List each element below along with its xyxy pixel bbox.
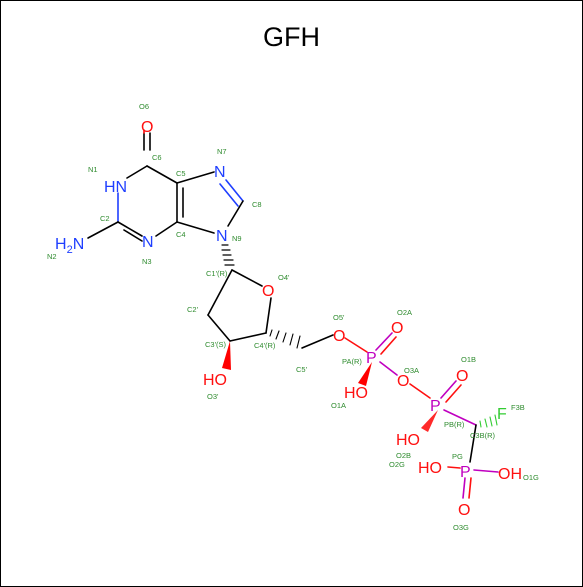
atom-o5p: O xyxy=(333,328,345,345)
bond-c1-c2 xyxy=(207,269,233,316)
bond-pa-o1a-wedge xyxy=(358,362,372,386)
atom-n1h: HN xyxy=(104,179,127,196)
bond-o3a-pb xyxy=(409,383,431,399)
label-o2g: O2G xyxy=(389,460,405,469)
bond-c8-n9 xyxy=(227,200,244,227)
atom-h2n: H2N xyxy=(55,236,84,256)
label-c6: C6 xyxy=(152,153,162,162)
label-c2: C2 xyxy=(100,214,110,223)
atom-o1g-h: OH xyxy=(498,466,522,483)
bond-pg-o1g xyxy=(473,469,499,473)
bond-pa-o3a xyxy=(379,361,398,376)
bond-c2-n3 xyxy=(117,221,143,237)
atom-o1b: O xyxy=(456,368,468,385)
bond-pg-o3g-double xyxy=(468,477,472,499)
label-o3a: O3A xyxy=(404,366,419,375)
atom-symbols: O HN N H2N N N O HO O P O O HO P O F HO … xyxy=(55,119,522,519)
atom-o3h: HO xyxy=(203,372,227,389)
bonds xyxy=(87,129,499,499)
bond-pa-o2a-double xyxy=(380,336,397,355)
label-o5: O5' xyxy=(333,313,345,322)
bond-pb-c3b xyxy=(443,409,477,426)
label-c2p: C2' xyxy=(187,305,199,314)
label-c5p: C5' xyxy=(296,365,308,374)
bond-o5-pa xyxy=(344,337,368,353)
bond-o4-c4 xyxy=(265,297,272,334)
label-o3g: O3G xyxy=(453,523,469,532)
label-o3: O3' xyxy=(207,392,219,401)
atom-o2a: O xyxy=(391,320,403,337)
bond-c3b-f-hashed xyxy=(479,414,498,428)
bond-c5-o5 xyxy=(301,334,334,349)
bond-c1-o4 xyxy=(231,269,263,287)
atom-n3: N xyxy=(142,234,154,251)
atom-f: F xyxy=(497,406,507,423)
label-n7: N7 xyxy=(217,147,227,156)
atom-o2g-h: HO xyxy=(418,460,442,477)
bond-n7-c8-double xyxy=(219,183,239,207)
label-n2: N2 xyxy=(47,252,57,261)
bond-pg-o2g xyxy=(447,466,461,469)
bond-c5-n7 xyxy=(176,171,215,184)
bond-c6-c5 xyxy=(146,165,178,184)
label-c4p: C4'(R) xyxy=(254,341,276,350)
bond-n7-c8 xyxy=(225,179,244,202)
label-o2b: O2B xyxy=(396,451,411,460)
atom-o3g: O xyxy=(458,502,470,519)
atom-o2b-h: HO xyxy=(396,432,420,449)
label-c4: C4 xyxy=(176,230,186,239)
atom-annotations: O6 N1 C6 C5 N7 C8 C2 N2 N3 C4 N9 C1'(R) … xyxy=(47,102,539,532)
label-o4: O4' xyxy=(278,273,290,282)
atom-pb: P xyxy=(430,398,441,415)
label-o1g: O1G xyxy=(523,473,539,482)
atom-pg: P xyxy=(460,464,471,481)
label-c1: C1'(R) xyxy=(206,269,228,278)
label-c3b: C3B(R) xyxy=(470,431,496,440)
label-c5: C5 xyxy=(176,169,186,178)
bond-pa-o2a xyxy=(375,332,393,351)
label-o2a: O2A xyxy=(397,308,412,317)
atom-n7: N xyxy=(214,164,226,181)
atom-o1a-h: HO xyxy=(344,385,368,402)
bond-c3-c4 xyxy=(229,332,267,342)
label-o1b: O1B xyxy=(461,355,476,364)
label-o1a: O1A xyxy=(331,401,346,410)
bond-c4-n9 xyxy=(176,221,215,234)
bond-pb-o1b xyxy=(440,380,457,399)
bond-c2-c3 xyxy=(207,314,231,342)
bond-c3-o3-wedge xyxy=(222,341,231,370)
atom-o3a: O xyxy=(397,373,409,390)
label-pa: PA(R) xyxy=(342,357,362,366)
molecule-title: GFH xyxy=(263,22,320,52)
label-c3: C3'(S) xyxy=(205,340,227,349)
bond-c4-c5-hashed xyxy=(269,329,301,349)
label-f3b: F3B xyxy=(511,403,525,412)
bond-n9-c1-hashed xyxy=(221,244,235,266)
label-n9: N9 xyxy=(232,234,242,243)
bond-pb-o1b-double xyxy=(445,384,462,403)
label-pg: PG xyxy=(452,452,463,461)
bond-c6-n1 xyxy=(126,165,148,179)
atom-o4p: O xyxy=(262,283,274,300)
bond-pg-o3g xyxy=(462,477,466,499)
bond-pb-o2b-hashed xyxy=(421,410,438,432)
atom-o6: O xyxy=(141,119,153,136)
bond-c3b-pg xyxy=(469,424,477,463)
label-c8: C8 xyxy=(252,200,262,209)
bond-c2-n2 xyxy=(87,221,119,239)
bond-n3-c4 xyxy=(155,221,178,237)
label-pb: PB(R) xyxy=(444,420,465,429)
label-o6: O6 xyxy=(139,102,149,111)
label-n3: N3 xyxy=(142,257,152,266)
bond-c2-n3-double xyxy=(123,229,143,242)
label-n1: N1 xyxy=(88,165,98,174)
atom-n9: N xyxy=(216,228,228,245)
atom-pa: P xyxy=(366,350,377,367)
